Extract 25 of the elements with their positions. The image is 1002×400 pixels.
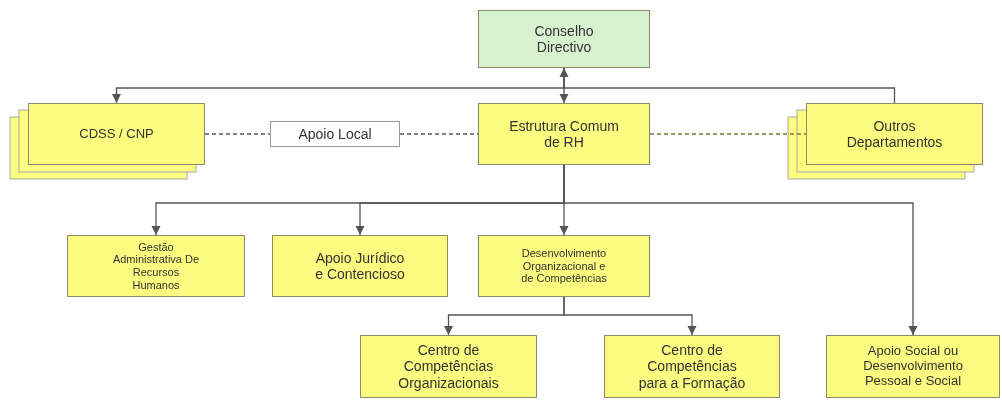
- process-box: [28, 103, 205, 165]
- process-box: [604, 335, 780, 398]
- node-label: Apoio Local: [297, 125, 373, 143]
- node-label: Centro de Competências para a Formação: [637, 342, 747, 391]
- node-label: Apoio Social ou Desenvolvimento Pessoal e Social: [862, 344, 964, 389]
- arrow: [563, 296, 697, 336]
- process-box: [478, 235, 650, 297]
- node-label: Gestão Administrativa De Recursos Humanos: [111, 240, 201, 292]
- node-label: Apoio Jurídico e Contencioso: [314, 249, 406, 283]
- process-box: [806, 103, 983, 165]
- process-box: [826, 335, 1000, 398]
- process-box: [67, 235, 245, 297]
- node-label: Centro de Competências Organizacionais: [397, 342, 500, 391]
- process-box: [478, 10, 650, 68]
- node-label: Outros Departamentos: [845, 117, 944, 151]
- dashed-connector: [649, 133, 807, 135]
- process-box: [360, 335, 537, 398]
- node-label: Conselho Directivo: [533, 22, 595, 56]
- process-box: [478, 103, 650, 165]
- node-label: Estrutura Comum de RH: [508, 117, 620, 151]
- node-label: Desenvolvimento Organizacional e de Competências: [520, 247, 608, 285]
- node-label: CDSS / CNP: [78, 126, 155, 142]
- process-box: [272, 235, 448, 297]
- label-box: [270, 121, 400, 147]
- dashed-connector: [204, 133, 271, 135]
